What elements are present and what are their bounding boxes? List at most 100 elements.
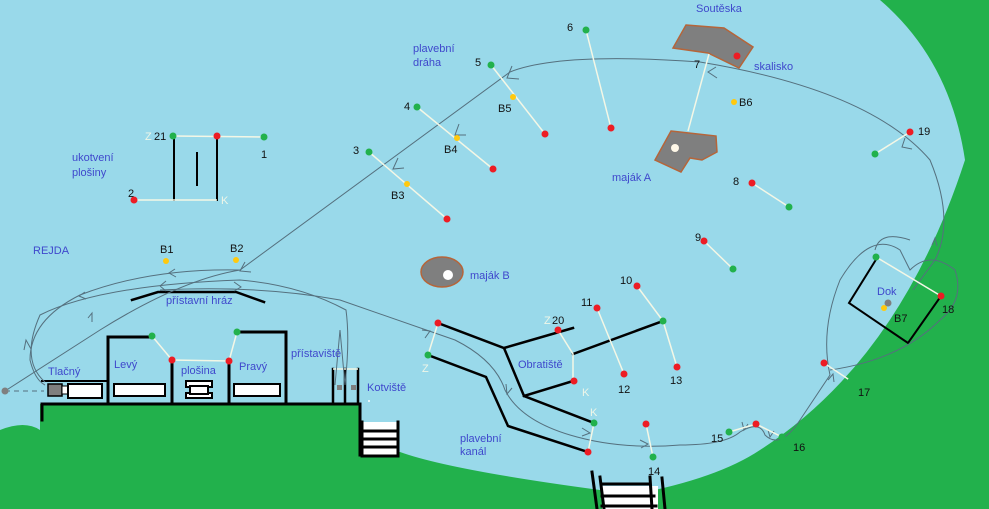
buoy-red[interactable] [673,363,681,371]
boat-pravy [233,383,281,397]
grey-markers [1,299,892,395]
start-z-canal: Z [422,363,429,375]
buoy-green[interactable] [649,453,657,461]
finish-k-obratiste: K [582,387,590,399]
buoy-red[interactable] [700,237,708,245]
gate-number-8: 8 [733,176,739,188]
buoy-red[interactable] [541,130,549,138]
buoy-b4[interactable] [454,135,460,141]
label-kotviste: Kotviště [367,382,406,394]
buoy-green[interactable] [778,433,786,441]
buoy-green[interactable] [365,148,373,156]
buoy-green[interactable] [413,103,421,111]
gate-number-2: 2 [128,188,134,200]
buoy-green[interactable] [847,377,855,385]
lighthouse-b-light [443,270,453,280]
finish-k-anchor: K [221,195,229,207]
gate-number-6: 6 [567,22,573,34]
buoy-red[interactable] [570,377,578,385]
gate-number-17: 17 [858,387,870,399]
buoy-b3[interactable] [404,181,410,187]
gate-number-13: 13 [670,375,682,387]
buoy-red[interactable] [213,132,221,140]
buoy-label-b2: B2 [230,243,243,255]
buoy-green[interactable] [725,428,733,436]
buoy-green[interactable] [871,150,879,158]
buoy-green[interactable] [785,203,793,211]
buoy-red[interactable] [820,359,828,367]
buoy-b6[interactable] [731,99,737,105]
buoy-red[interactable] [593,304,601,312]
gate-number-19: 19 [918,126,930,138]
gate-number-1: 1 [261,149,267,161]
buoy-red[interactable] [225,357,233,365]
buoy-label-b1: B1 [160,244,173,256]
gate-number-10: 10 [620,275,632,287]
buoy-green[interactable] [659,317,667,325]
pier-wall [40,402,362,457]
dok-point[interactable] [884,299,892,307]
label-ukotveni-2: plošiny [72,167,107,179]
canal-wall-lower [426,353,590,454]
buoys-yellow [163,94,887,311]
buoy-label-b3: B3 [391,190,404,202]
buoy-red[interactable] [554,326,562,334]
buoy-red[interactable] [642,420,650,428]
buoy-b2[interactable] [233,257,239,263]
label-plavebni-kanal-1: plavební [460,433,502,445]
gate-number-7: 7 [694,59,700,71]
buoy-red[interactable] [937,292,945,300]
obratiste-arm [571,319,665,356]
buoy-red[interactable] [434,319,442,327]
stairs-south [590,470,667,509]
lighthouse-a-light [671,144,679,152]
buoy-green[interactable] [148,332,156,340]
start-point[interactable] [1,387,9,395]
label-pristavni-hraz: přístavní hráz [166,295,233,307]
rock-soutesk [671,24,755,69]
buoy-b1[interactable] [163,258,169,264]
canal-wall-upper [436,321,596,425]
buoy-red[interactable] [752,420,760,428]
buoy-red[interactable] [620,370,628,378]
buoy-label-b6: B6 [739,97,752,109]
buoy-green[interactable] [487,61,495,69]
buoy-b5[interactable] [510,94,516,100]
levy-berth [106,335,154,406]
buoy-red[interactable] [168,356,176,364]
buoy-green[interactable] [582,26,590,34]
buoy-green[interactable] [260,133,268,141]
buoy-red[interactable] [906,128,914,136]
buoy-red[interactable] [733,52,741,60]
buoy-green[interactable] [169,132,177,140]
finish-k-canal: K [590,407,598,419]
label-obratiste: Obratiště [518,359,563,371]
anchor-frame [173,136,218,201]
gate-number-15: 15 [711,433,723,445]
buoy-green[interactable] [729,265,737,273]
buoy-green[interactable] [872,253,880,261]
lighthouse-b [420,256,464,288]
buoy-red[interactable] [443,215,451,223]
buoy-red[interactable] [633,282,641,290]
label-ukotveni-1: ukotvení [72,152,114,164]
buoy-red[interactable] [489,165,497,173]
buoy-green[interactable] [590,419,598,427]
buoy-red[interactable] [130,196,138,204]
buoy-green[interactable] [233,328,241,336]
buoy-red[interactable] [748,179,756,187]
buoy-b7[interactable] [881,305,887,311]
boat-tlacny [47,383,103,399]
gate-number-14: 14 [648,466,660,478]
dok-frame [847,256,943,345]
boat-levy [113,383,166,397]
start-z-anchor: Z [145,131,152,143]
label-majak-b: maják B [470,270,510,282]
gate-number-18: 18 [942,304,954,316]
kotviste-mooring-2[interactable] [351,385,356,390]
kotviste-mooring-1[interactable] [337,385,342,390]
buoy-green[interactable] [424,351,432,359]
label-levy: Levý [114,359,138,371]
buoy-red[interactable] [607,124,615,132]
buoy-red[interactable] [584,448,592,456]
